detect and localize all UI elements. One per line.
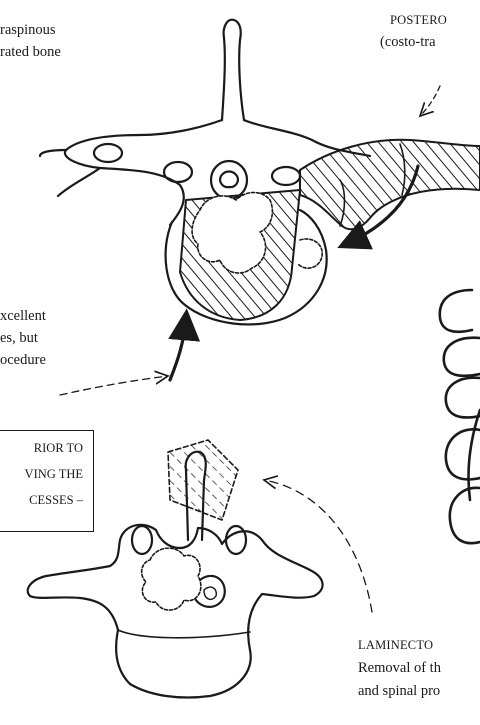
ribcage-side-view — [440, 290, 480, 543]
label-top-right-2: (costo-tra — [380, 32, 436, 53]
label-mid-left-1: xcellent — [0, 306, 46, 327]
label-mid-left-2: es, but — [0, 328, 38, 349]
label-top-left-2: rated bone — [0, 42, 61, 63]
label-bottom-right-2: Removal of th — [358, 658, 441, 679]
note-box-line-1: RIOR TO — [34, 441, 83, 456]
label-top-right-1: POSTERO — [390, 10, 447, 31]
label-bottom-right-1: LAMINECTO — [358, 635, 433, 656]
label-mid-left-3: ocedure — [0, 350, 46, 371]
label-bottom-right-3: and spinal pro — [358, 681, 440, 702]
note-box-line-2: VING THE — [25, 467, 83, 482]
anterior-arrow — [170, 318, 186, 380]
label-top-left-1: raspinous — [0, 20, 56, 41]
note-box-line-3: CESSES – — [29, 493, 83, 508]
note-box: RIOR TO VING THE CESSES – — [0, 430, 94, 532]
